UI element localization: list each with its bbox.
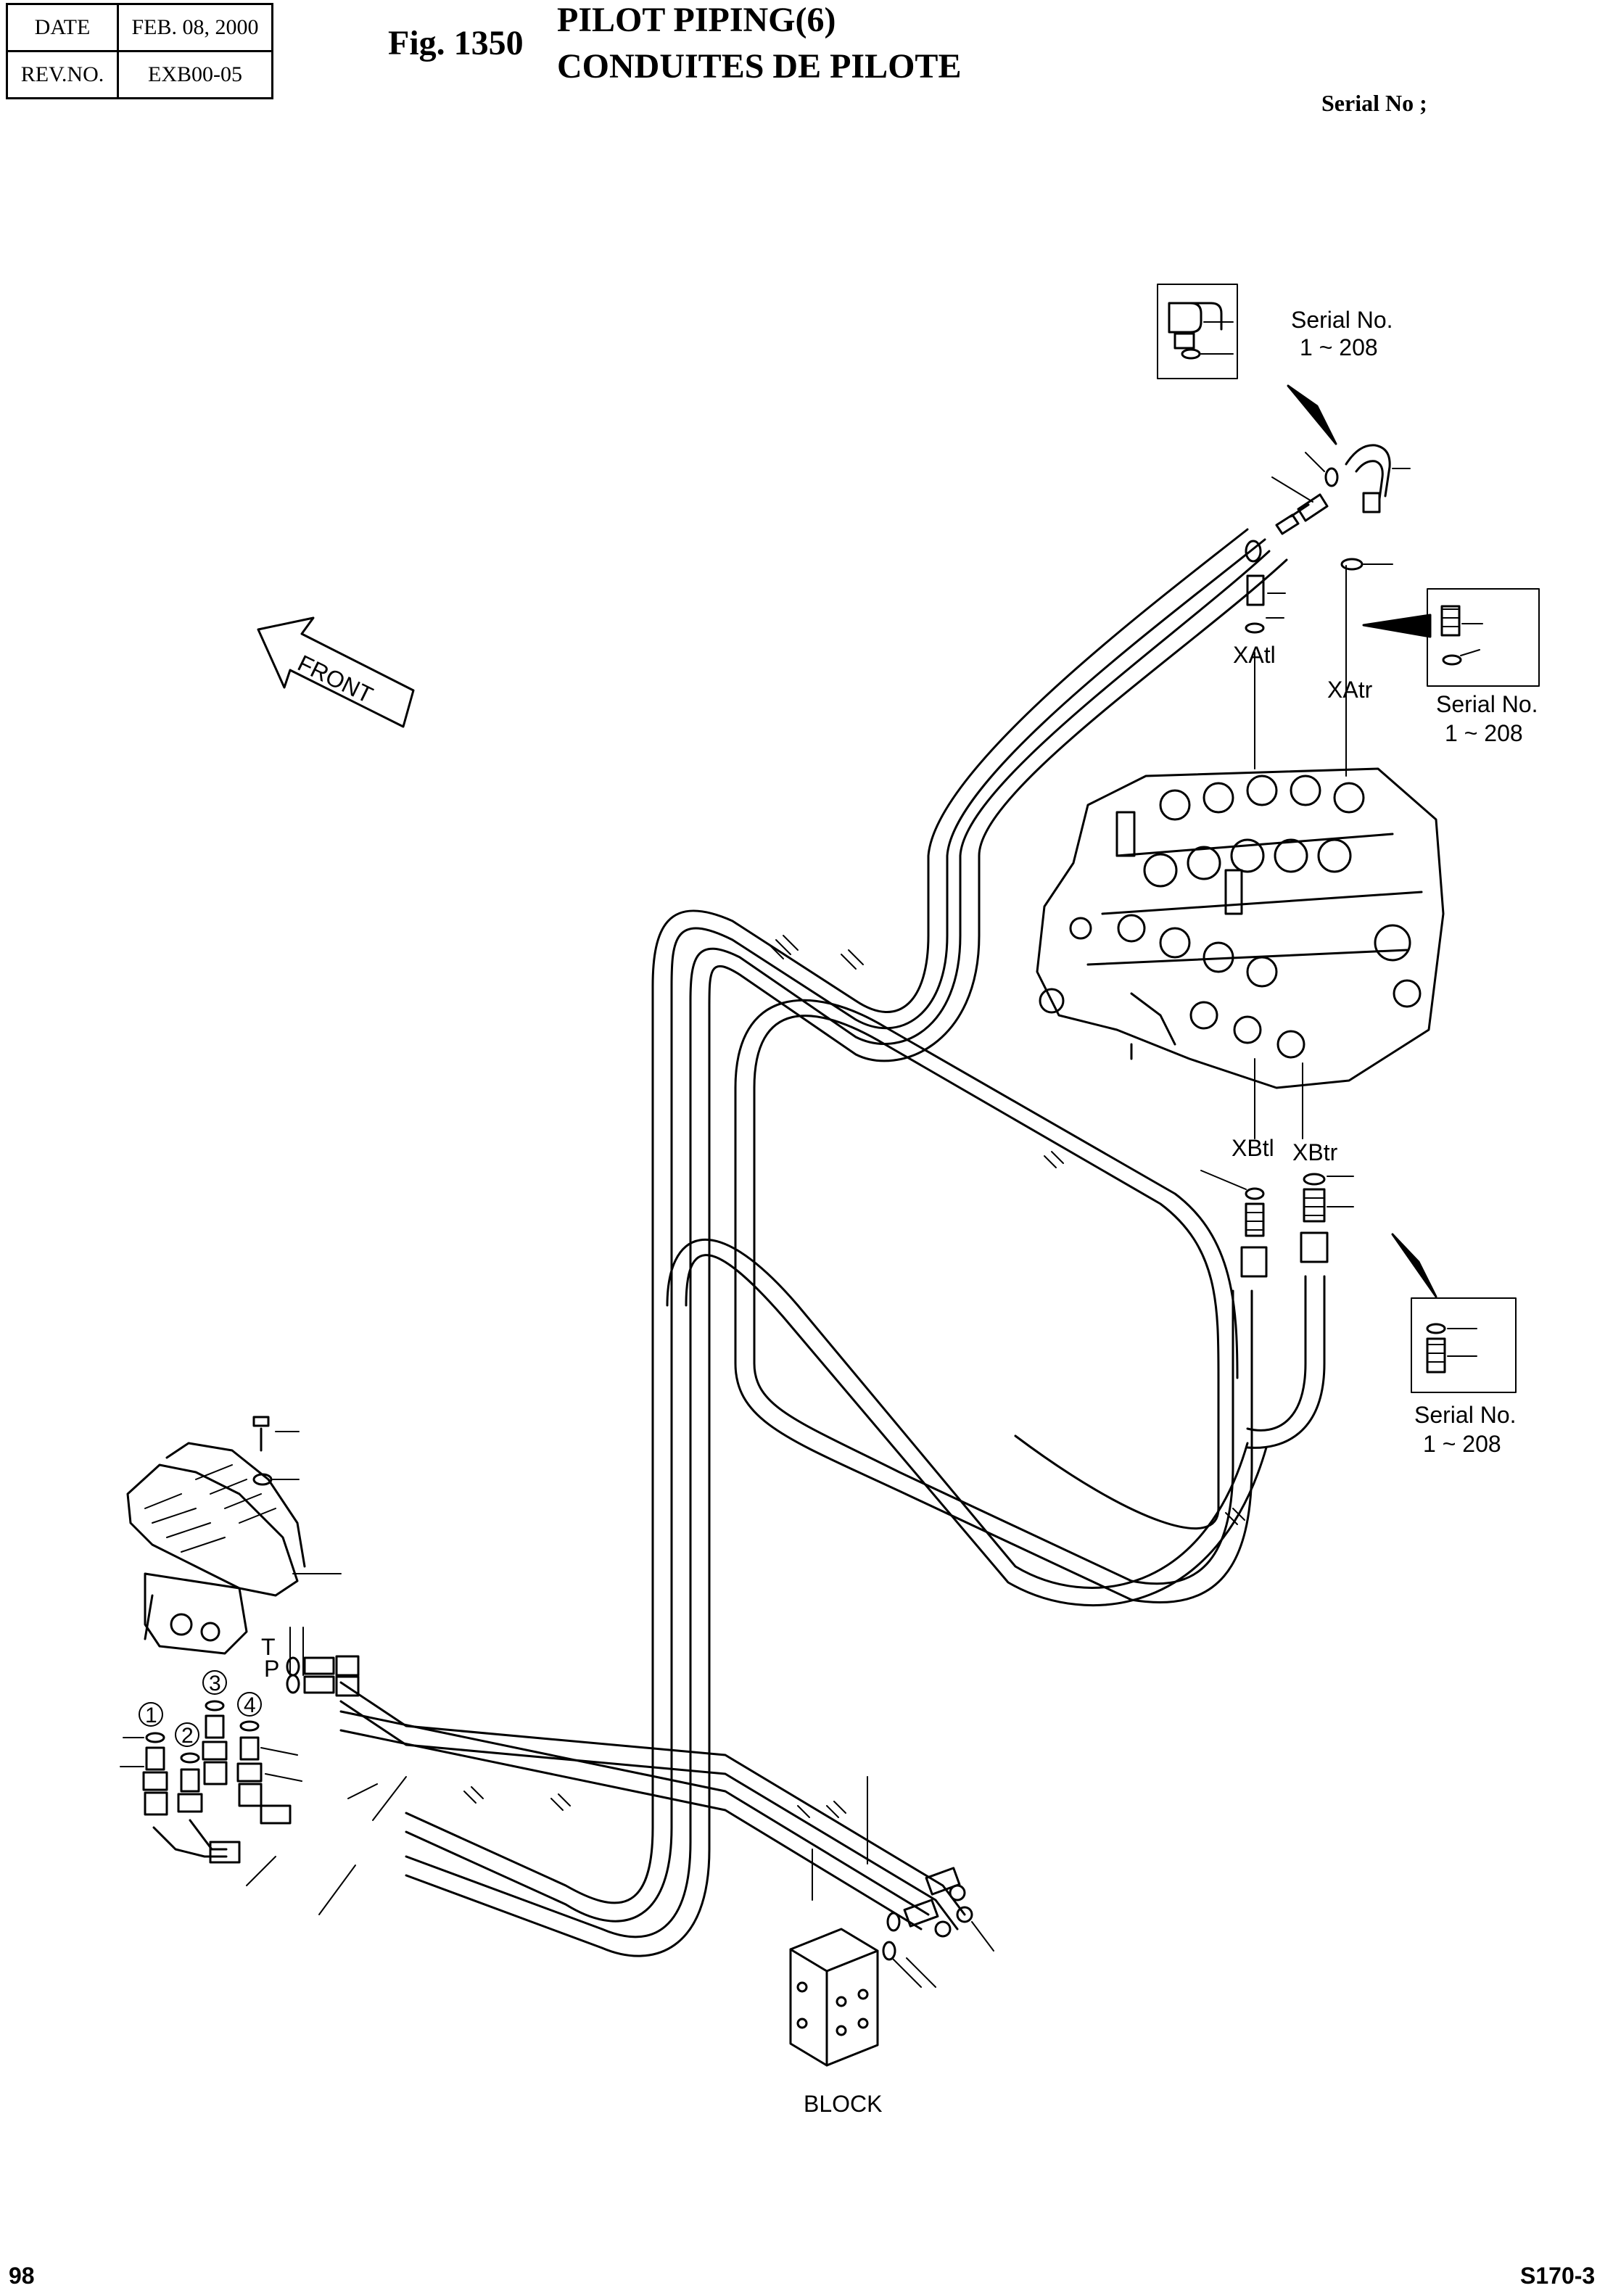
fitting-number-2: 2 [181, 1724, 194, 1748]
elbow-fitting [1271, 444, 1411, 513]
port-label-xbtl: XBtl [1232, 1135, 1274, 1161]
front-label: FRONT [294, 650, 377, 709]
fitting-number-4: 4 [244, 1693, 256, 1717]
pointer-arrow-top [1287, 384, 1337, 445]
hose-connectors-right [1200, 1170, 1354, 1278]
inset-low-serial-line2: 1 ~ 208 [1423, 1431, 1501, 1457]
block-end-fittings [812, 1776, 994, 1988]
o-ring [1340, 558, 1364, 571]
inset-top-serial-line1: Serial No. [1291, 307, 1393, 333]
port-label-xbtr: XBtr [1292, 1139, 1338, 1165]
block-label: BLOCK [804, 2091, 882, 2117]
date-value: FEB. 08, 2000 [117, 3, 273, 52]
figure-number: Fig. 1350 [388, 24, 524, 62]
inset-straight-fitting-lower [1411, 1297, 1517, 1393]
pointer-arrow-low [1391, 1233, 1437, 1298]
distribution-block [789, 1928, 879, 2067]
inset-straight-fitting-upper [1427, 588, 1540, 687]
numbered-fittings [120, 1670, 407, 1915]
port-label-xatr: XAtr [1327, 677, 1373, 703]
control-valve-body [1036, 652, 1445, 1139]
front-direction-arrow [257, 616, 415, 728]
title-french: CONDUITES DE PILOTE [557, 47, 962, 86]
inset-low-serial-line1: Serial No. [1414, 1402, 1517, 1428]
hose-connectors-top [1245, 493, 1329, 634]
pilot-hoses [339, 528, 1326, 1957]
inset-top-serial-line2: 1 ~ 208 [1300, 334, 1378, 360]
port-label-xatl: XAtl [1233, 642, 1276, 668]
tp-port-fittings [286, 1655, 360, 1697]
rev-value: EXB00-05 [117, 50, 273, 99]
pointer-arrow-mid [1362, 614, 1432, 638]
title-english: PILOT PIPING(6) [557, 1, 836, 39]
inset-elbow-fitting [1157, 284, 1238, 379]
fitting-number-1: 1 [145, 1704, 157, 1727]
rev-label: REV.NO. [6, 50, 119, 99]
fitting-number-3: 3 [209, 1672, 221, 1696]
revision-table: DATE FEB. 08, 2000 REV.NO. EXB00-05 [6, 3, 273, 99]
date-label: DATE [6, 3, 119, 52]
foot-pedal-valve [126, 1416, 342, 1676]
inset-mid-serial-line2: 1 ~ 208 [1445, 720, 1523, 746]
port-label-t: T [261, 1634, 276, 1660]
serial-number-label: Serial No ; [1321, 90, 1427, 116]
port-label-p: P [264, 1656, 279, 1682]
inset-mid-serial-line1: Serial No. [1436, 691, 1538, 717]
page-number: 98 [9, 2263, 35, 2289]
model-number: S170-3 [1520, 2263, 1596, 2289]
